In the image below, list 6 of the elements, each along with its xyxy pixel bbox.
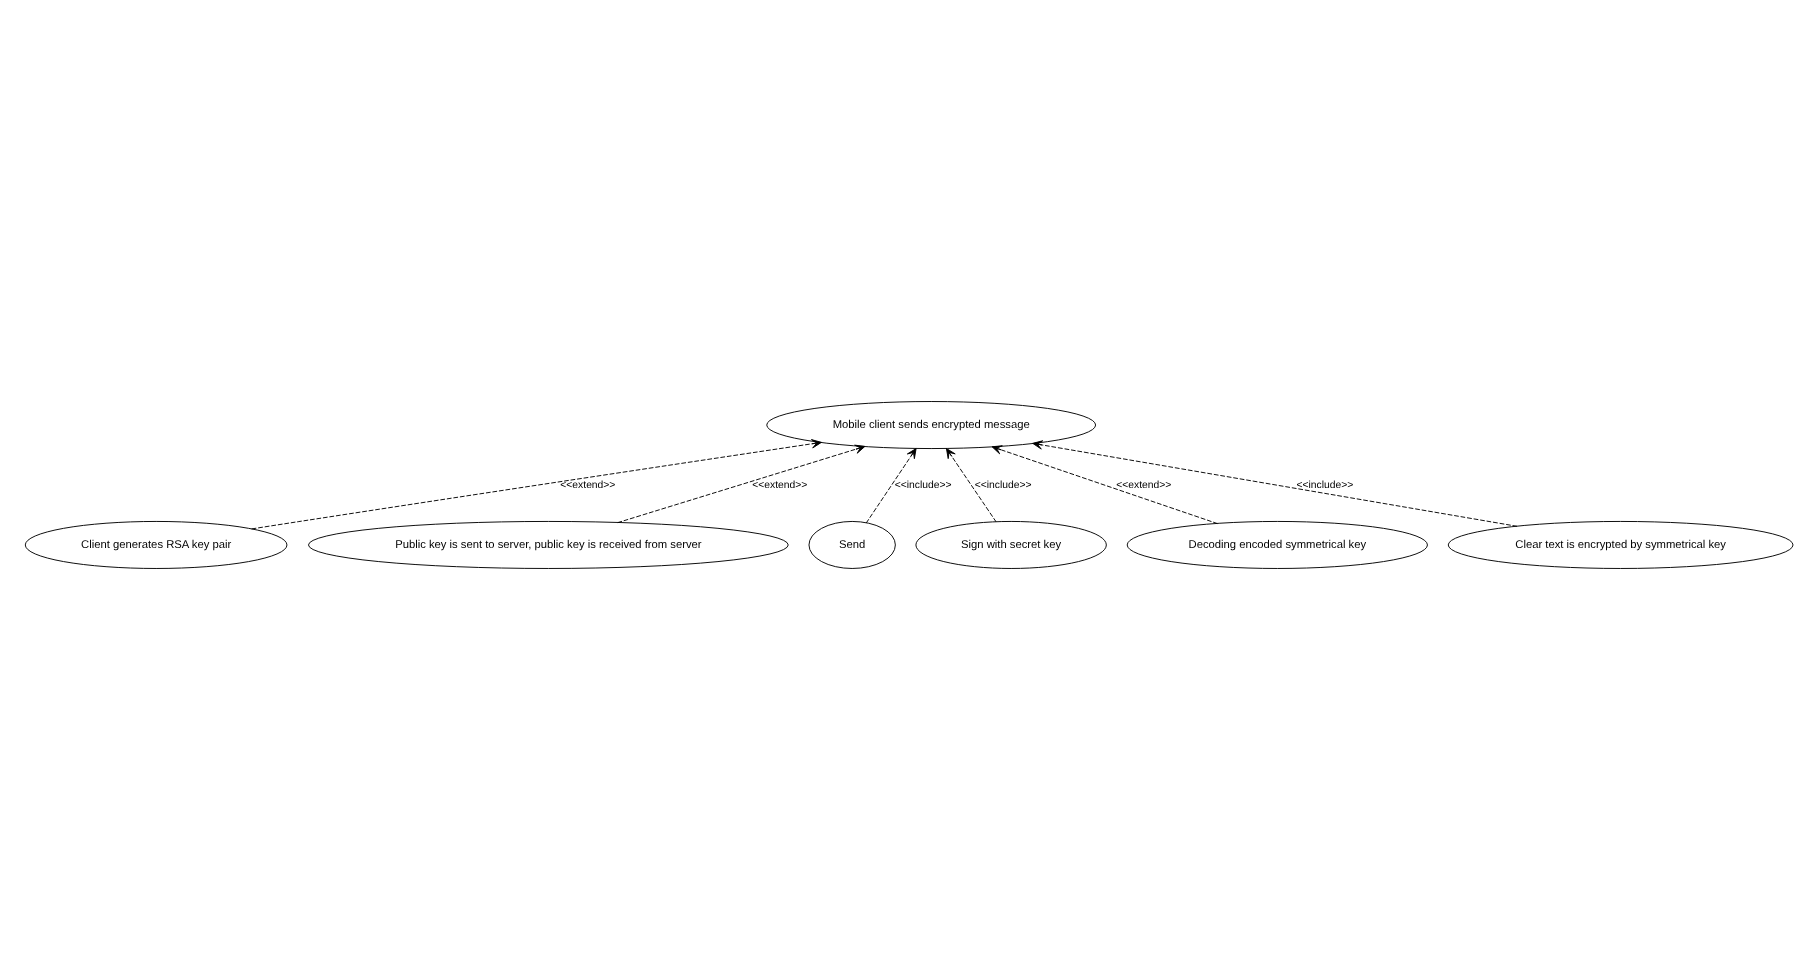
arrow [945,447,997,522]
arrow [617,443,866,523]
arrow [865,447,917,523]
arrow [1032,439,1518,526]
arrow [251,438,822,529]
arrow [991,444,1218,524]
